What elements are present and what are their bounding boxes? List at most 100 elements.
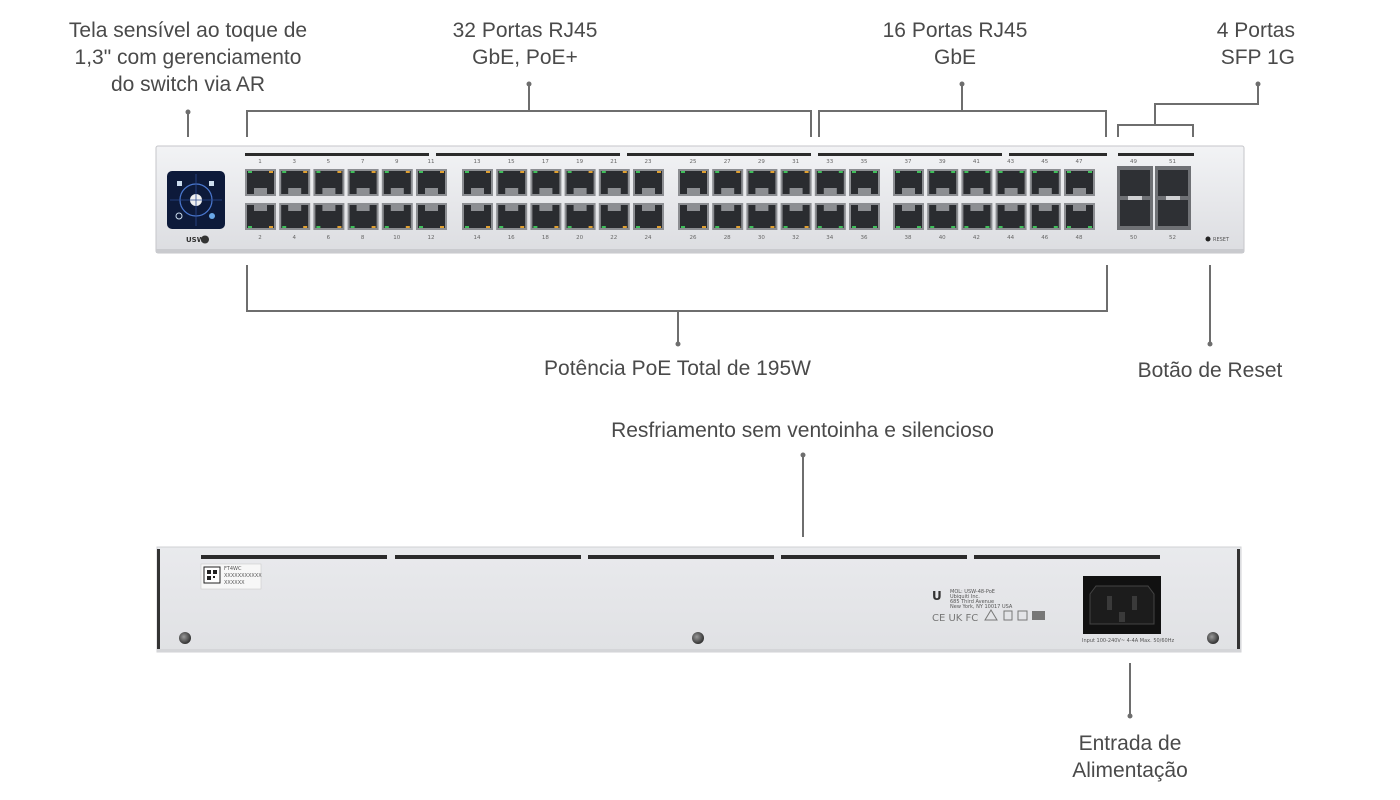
- port-led-icon: [804, 171, 809, 173]
- port-led-icon: [852, 226, 856, 228]
- reset-label: RESET: [1213, 237, 1230, 243]
- port-led-icon: [419, 171, 423, 173]
- rj45-port[interactable]: [381, 203, 413, 230]
- port-led-icon: [248, 226, 252, 228]
- rj45-port[interactable]: [347, 203, 379, 230]
- port-number: 35: [861, 159, 868, 165]
- port-led-icon: [269, 171, 273, 173]
- port-led-icon: [715, 171, 720, 173]
- rj45-port[interactable]: [598, 169, 630, 196]
- sfp-bottom-number: 52: [1169, 235, 1176, 241]
- model-text-line: Ubiquiti Inc.: [950, 594, 980, 600]
- power-inlet[interactable]: [1083, 576, 1161, 634]
- certification-box-icon: [1017, 610, 1028, 621]
- rj45-port[interactable]: [893, 203, 924, 230]
- port-led-icon: [1067, 226, 1071, 228]
- rj45-port[interactable]: [313, 203, 345, 230]
- gbe-ports-callout: 16 Portas RJ45 GbE: [882, 19, 1028, 69]
- port-led-icon: [384, 171, 389, 173]
- rj45-port[interactable]: [245, 203, 276, 230]
- rj45-port[interactable]: [927, 169, 959, 196]
- port-led-icon: [636, 171, 640, 173]
- rj45-port[interactable]: [381, 169, 413, 196]
- rj45-port[interactable]: [995, 169, 1027, 196]
- port-led-icon: [681, 171, 685, 173]
- rj45-port[interactable]: [279, 203, 311, 230]
- port-led-icon: [749, 171, 754, 173]
- screw-icon: [179, 632, 191, 644]
- port-led-icon: [770, 226, 775, 228]
- rj45-port[interactable]: [961, 169, 993, 196]
- port-led-icon: [405, 171, 410, 173]
- rj45-port[interactable]: [462, 169, 493, 196]
- port-led-icon: [499, 226, 504, 228]
- rj45-port[interactable]: [995, 203, 1027, 230]
- port-led-icon: [465, 171, 469, 173]
- port-led-icon: [567, 171, 572, 173]
- rj45-port[interactable]: [927, 203, 959, 230]
- rj45-port[interactable]: [849, 169, 880, 196]
- rj45-port[interactable]: [814, 203, 846, 230]
- port-led-icon: [350, 171, 355, 173]
- port-number: 40: [939, 235, 946, 241]
- port-led-icon: [282, 171, 287, 173]
- rj45-port[interactable]: [530, 169, 562, 196]
- rj45-port[interactable]: [1029, 203, 1061, 230]
- port-led-icon: [917, 226, 921, 228]
- port-number: 8: [361, 235, 365, 241]
- rj45-port[interactable]: [564, 203, 596, 230]
- port-number: 11: [428, 159, 435, 165]
- port-number: 34: [826, 235, 833, 241]
- rj45-port[interactable]: [1064, 203, 1095, 230]
- rj45-port[interactable]: [712, 203, 744, 230]
- port-led-icon: [657, 226, 661, 228]
- sfp-cages: 49 51 50 52: [1117, 159, 1191, 241]
- rj45-port[interactable]: [712, 169, 744, 196]
- model-text-line: 685 Third Avenue: [950, 599, 994, 605]
- reset-button[interactable]: [1205, 236, 1211, 242]
- rj45-port[interactable]: [961, 203, 993, 230]
- rj45-port[interactable]: [780, 169, 812, 196]
- rj45-port[interactable]: [496, 169, 528, 196]
- rj45-port[interactable]: [814, 169, 846, 196]
- port-led-icon: [337, 226, 342, 228]
- rj45-port[interactable]: [416, 169, 447, 196]
- port-number: 21: [610, 159, 617, 165]
- port-number: 16: [508, 235, 515, 241]
- rj45-port[interactable]: [564, 169, 596, 196]
- rj45-port[interactable]: [347, 169, 379, 196]
- rj45-port[interactable]: [746, 203, 778, 230]
- port-led-icon: [873, 171, 877, 173]
- rj45-port[interactable]: [849, 203, 880, 230]
- port-led-icon: [588, 226, 593, 228]
- rj45-port[interactable]: [893, 169, 924, 196]
- rj45-port[interactable]: [416, 203, 447, 230]
- port-led-icon: [337, 171, 342, 173]
- sfp-ports-callout: 4 Portas SFP 1G: [1216, 19, 1295, 69]
- rj45-port[interactable]: [1029, 169, 1061, 196]
- screw-icon: [692, 632, 704, 644]
- model-text-line: New York, NY 10017 USA: [950, 604, 1013, 610]
- port-led-icon: [636, 226, 640, 228]
- rj45-port[interactable]: [746, 169, 778, 196]
- rj45-port[interactable]: [633, 203, 664, 230]
- rj45-port[interactable]: [678, 203, 709, 230]
- rj45-port[interactable]: [496, 203, 528, 230]
- rj45-port[interactable]: [279, 169, 311, 196]
- port-led-icon: [316, 171, 321, 173]
- port-led-icon: [486, 226, 490, 228]
- rj45-port[interactable]: [313, 169, 345, 196]
- rj45-port[interactable]: [598, 203, 630, 230]
- rj45-port[interactable]: [530, 203, 562, 230]
- port-led-icon: [601, 171, 606, 173]
- serial-label-line: FT4WC: [224, 566, 242, 572]
- port-led-icon: [303, 226, 308, 228]
- rj45-port[interactable]: [780, 203, 812, 230]
- cooling-callout: Resfriamento sem ventoinha e silencioso: [611, 419, 994, 442]
- rj45-port[interactable]: [633, 169, 664, 196]
- rj45-port[interactable]: [1064, 169, 1095, 196]
- rj45-port[interactable]: [678, 169, 709, 196]
- port-led-icon: [486, 171, 490, 173]
- rj45-port[interactable]: [462, 203, 493, 230]
- rj45-port[interactable]: [245, 169, 276, 196]
